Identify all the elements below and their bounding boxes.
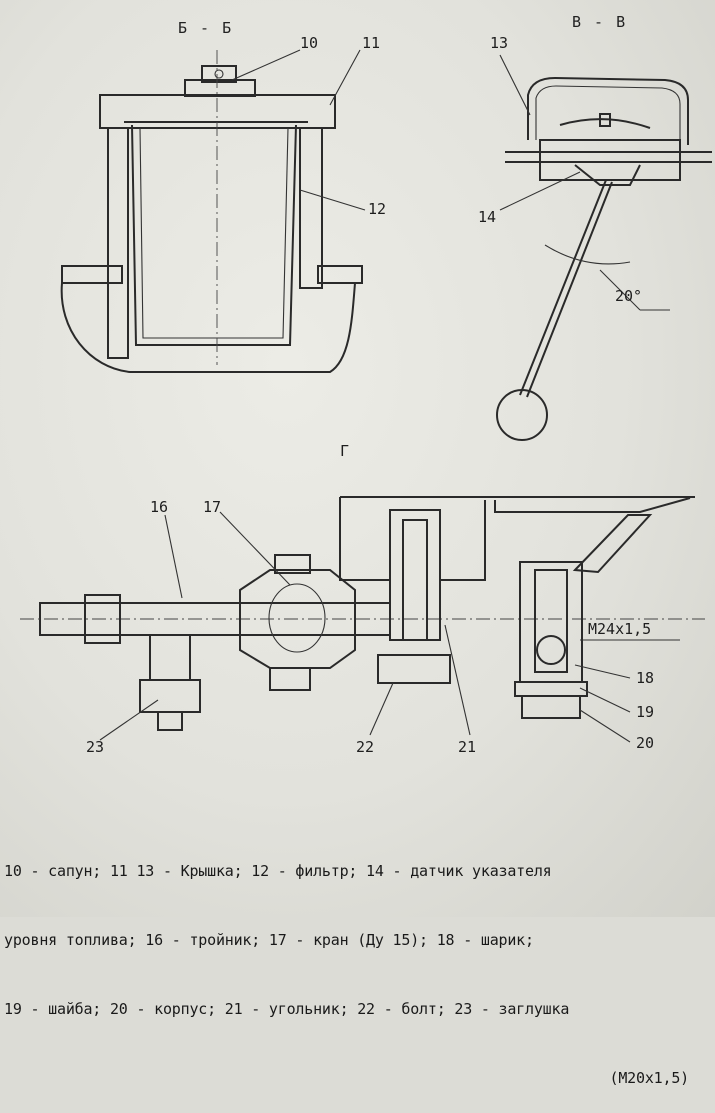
leader-16 (164, 514, 183, 599)
float-lever (519, 179, 607, 396)
leader-17 (219, 511, 291, 586)
breather-hole (214, 69, 224, 79)
float (496, 389, 548, 441)
callout-22: 22 (356, 738, 374, 756)
callout-20: 20 (636, 734, 654, 752)
callout-19: 19 (636, 703, 654, 721)
float-lever-2 (526, 181, 613, 398)
callout-23: 23 (86, 738, 104, 756)
filter-12-inner (139, 127, 289, 339)
filter-12-outer (131, 124, 297, 346)
legend-line-2: уровня топлива; 16 - тройник; 17 - кран … (4, 931, 534, 949)
drawing-sheet: Б - Б 10 11 12 В - В (0, 0, 715, 1087)
bolt-22 (377, 654, 451, 684)
elbow-21 (389, 509, 441, 641)
ball-18 (536, 635, 566, 665)
angle-arc (544, 244, 631, 265)
leader-22 (369, 682, 394, 736)
tank-contour (60, 282, 356, 373)
valve-bottom (269, 667, 311, 691)
cover-boss (184, 79, 256, 97)
breather-10 (201, 65, 237, 83)
cover-13-inner (535, 85, 681, 145)
sensor-pin (599, 113, 611, 127)
legend-line-1: 10 - сапун; 11 13 - Крышка; 12 - фильтр;… (4, 862, 552, 880)
legend-caption: 10 - сапун; 11 13 - Крышка; 12 - фильтр;… (4, 814, 709, 1113)
section-bb-title: Б - Б (178, 19, 233, 37)
sensor-body-14 (539, 139, 681, 181)
leader-20 (579, 709, 631, 743)
callout-14: 14 (478, 208, 496, 226)
plug-23 (139, 679, 201, 713)
tank-bottom-right (494, 497, 691, 513)
tank-sump-wall (572, 514, 653, 574)
callout-13: 13 (490, 34, 508, 52)
legend-line-4: (М20х1,5) (609, 1069, 690, 1087)
callout-12: 12 (368, 200, 386, 218)
leader-21 (444, 624, 471, 736)
technical-drawing: Б - Б 10 11 12 В - В (20, 13, 712, 756)
neck-wall-right (299, 127, 323, 289)
plug-cap (157, 711, 183, 731)
leader-19 (579, 687, 631, 713)
leader-10 (231, 49, 301, 81)
pipe-nut (84, 594, 121, 644)
leader-14 (499, 171, 581, 211)
callout-17: 17 (203, 498, 221, 516)
leader-23 (99, 699, 159, 741)
drain-bore (534, 569, 568, 673)
thread-label: M24x1,5 (588, 620, 651, 638)
leader-18 (574, 664, 631, 679)
view-g: Г M24x1,5 (20, 442, 705, 756)
tank-left-wall (339, 497, 390, 581)
sensor-lower (574, 164, 641, 186)
valve-plug (268, 583, 326, 653)
valve-stem (274, 554, 311, 574)
angle-leader (599, 269, 641, 311)
neck-wall-left (107, 127, 129, 359)
callout-18: 18 (636, 669, 654, 687)
flange-right (317, 265, 363, 284)
cover-11 (99, 94, 336, 129)
section-bb-view: Б - Б 10 11 12 (60, 19, 386, 373)
callout-10: 10 (300, 34, 318, 52)
tee-16 (149, 634, 191, 681)
tank-boss (440, 500, 486, 581)
washer-19 (514, 681, 588, 697)
angle-label: 20° (615, 287, 642, 305)
callout-11: 11 (362, 34, 380, 52)
legend-line-3: 19 - шайба; 20 - корпус; 21 - угольник; … (4, 1000, 570, 1018)
callout-16: 16 (150, 498, 168, 516)
elbow-bore (402, 519, 428, 641)
flange-left (61, 265, 123, 284)
valve-17 (239, 569, 356, 669)
section-vv-title: В - В (572, 13, 627, 31)
view-g-title: Г (340, 442, 349, 460)
drain-body-20 (521, 695, 581, 719)
callout-21: 21 (458, 738, 476, 756)
leader-13 (499, 54, 531, 116)
section-vv-view: В - В 20° 13 14 (478, 13, 712, 441)
cover-13 (527, 76, 689, 145)
leader-12 (299, 189, 366, 211)
sensor-dome (559, 118, 651, 129)
leader-11 (329, 49, 361, 106)
